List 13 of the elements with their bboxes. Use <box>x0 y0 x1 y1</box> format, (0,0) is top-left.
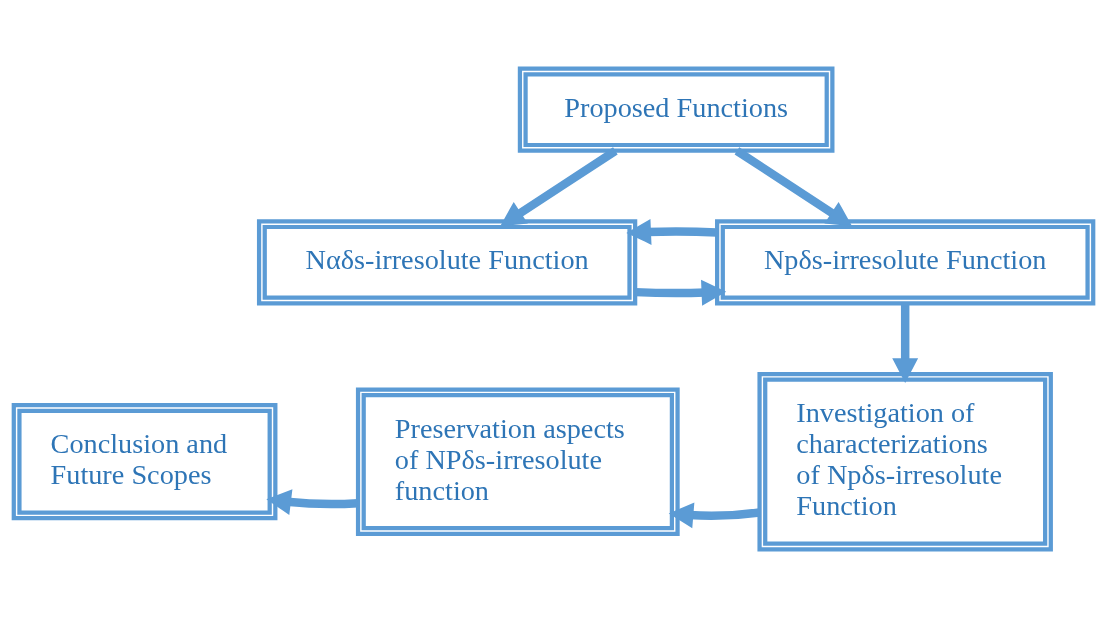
arrow <box>668 502 761 529</box>
arrow <box>266 489 359 516</box>
node-box: Npδs-irresolute Function <box>715 219 1096 306</box>
arrow <box>734 147 853 227</box>
node-box: Preservation aspects of NPδs-irresolute function <box>355 387 680 536</box>
arrow <box>500 147 618 227</box>
node-box: Conclusion and Future Scopes <box>11 403 278 521</box>
arrow <box>635 279 727 306</box>
node-box: Proposed Functions <box>517 66 835 153</box>
arrow <box>626 219 718 245</box>
node-box: Nαδs-irresolute Function <box>256 219 638 306</box>
arrow <box>892 303 919 383</box>
node-box: Investigation of characterizations of Npδs-irresolute Function <box>757 371 1053 552</box>
